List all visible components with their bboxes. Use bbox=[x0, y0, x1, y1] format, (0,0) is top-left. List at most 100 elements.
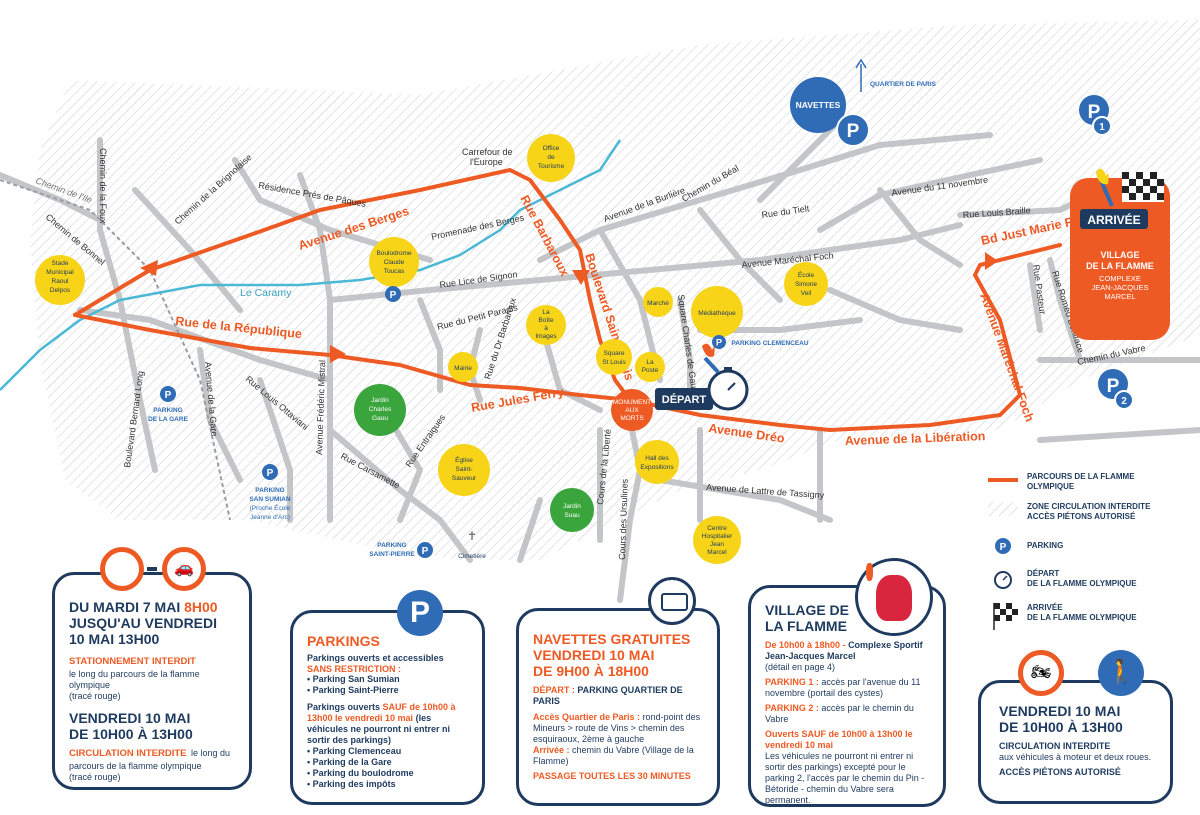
svg-text:de: de bbox=[547, 154, 555, 161]
svg-text:Saint-: Saint- bbox=[456, 466, 473, 473]
svg-text:Boulodrome: Boulodrome bbox=[376, 250, 411, 257]
parkings-box: PARKINGS Parkings ouverts et accessibles… bbox=[290, 610, 485, 805]
box1-title5: DE 10H00 À 13H00 bbox=[69, 726, 193, 742]
svg-text:Jean: Jean bbox=[710, 541, 724, 548]
svg-text:P: P bbox=[422, 546, 429, 557]
poi-la-poste: La Poste bbox=[635, 352, 665, 382]
svg-text:Jardin: Jardin bbox=[371, 397, 389, 404]
box3-passage: PASSAGE TOUTES LES 30 MINUTES bbox=[533, 771, 691, 781]
box4-parking2: PARKING 2 : accès par le chemin du Vabre bbox=[765, 703, 914, 724]
box3-title3: DE 9H00 À 18H00 bbox=[533, 663, 649, 679]
svg-text:SAINT-PIERRE: SAINT-PIERRE bbox=[369, 551, 415, 558]
poi-mairie: Mairie bbox=[448, 352, 478, 382]
box5-foot: ACCÈS PIÉTONS AUTORISÉ bbox=[999, 767, 1121, 777]
legend-parking: PARKING bbox=[1027, 541, 1064, 550]
svg-text:Tourisme: Tourisme bbox=[538, 163, 565, 170]
box3-arrivee: Arrivée : chemin du Vabre (Village de la… bbox=[533, 745, 694, 766]
poi-la-boite-a-images: La Boîte à Images bbox=[526, 305, 566, 345]
poi-monument-aux-morts: MONUMENT AUX MORTS bbox=[611, 389, 653, 431]
restricted-zone bbox=[30, 20, 1200, 560]
svg-text:Square: Square bbox=[604, 350, 625, 357]
box3-acces: Accès Quartier de Paris : rond-point des… bbox=[533, 712, 701, 744]
svg-text:Simone: Simone bbox=[795, 281, 817, 288]
poi-mediatheque: Médiathèque bbox=[691, 286, 743, 338]
svg-text:PARKING: PARKING bbox=[255, 487, 285, 494]
street-chemin-de-la-foux: Chemin de la Foux bbox=[98, 148, 108, 224]
bus-icon bbox=[661, 593, 688, 611]
street-carrefour-europe-1: Carrefour de bbox=[462, 147, 513, 157]
box4-title2: LA FLAMME bbox=[765, 618, 847, 634]
box1-title-line3: 10 MAI 13H00 bbox=[69, 631, 160, 647]
poi-jardin-charles-gaou: Jardin Charles Gaou bbox=[354, 384, 406, 436]
svg-text:La: La bbox=[646, 359, 654, 366]
svg-text:NAVETTES: NAVETTES bbox=[796, 100, 841, 110]
svg-text:✝: ✝ bbox=[467, 529, 477, 543]
navettes-box: NAVETTES GRATUITES VENDREDI 10 MAI DE 9H… bbox=[516, 608, 720, 806]
svg-text:PARKING: PARKING bbox=[153, 407, 183, 414]
svg-text:Municipal: Municipal bbox=[46, 269, 74, 276]
box1-title4: VENDREDI 10 MAI bbox=[69, 710, 191, 726]
svg-text:Hospitalier: Hospitalier bbox=[702, 533, 734, 540]
box1-s1-head: STATIONNEMENT INTERDIT bbox=[69, 656, 196, 667]
bus-icon-badge bbox=[648, 577, 696, 625]
svg-text:DÉPART: DÉPART bbox=[662, 393, 707, 406]
box4-open-head: Ouverts SAUF de 10h00 à 13h00 le vendred… bbox=[765, 729, 913, 750]
svg-text:2: 2 bbox=[1121, 396, 1127, 407]
svg-text:PARKING: PARKING bbox=[377, 542, 407, 549]
svg-text:P: P bbox=[267, 468, 274, 479]
box3-title1: NAVETTES GRATUITES bbox=[533, 631, 691, 647]
svg-text:QUARTIER DE PARIS: QUARTIER DE PARIS bbox=[870, 81, 937, 88]
parking-saint-pierre: P PARKING SAINT-PIERRE bbox=[369, 542, 433, 558]
box4-title1: VILLAGE DE bbox=[765, 602, 850, 618]
svg-text:Jardin: Jardin bbox=[563, 503, 581, 510]
svg-text:Centre: Centre bbox=[707, 525, 727, 532]
no-vehicles-icon: 🚗 bbox=[162, 547, 206, 591]
svg-text:Veil: Veil bbox=[801, 290, 812, 297]
svg-text:Claude: Claude bbox=[384, 259, 405, 266]
poi-stade: Stade Municipal Raoul Delpos bbox=[35, 255, 85, 305]
poi-jardin-suau: Jardin Suau bbox=[550, 488, 594, 532]
parking-gare: P PARKING DE LA GARE bbox=[148, 386, 189, 423]
svg-text:ARRIVÉE: ARRIVÉE bbox=[1087, 212, 1140, 227]
svg-text:Église: Église bbox=[455, 455, 473, 464]
railway bbox=[0, 179, 231, 521]
pedestrians-icon: 🚶 bbox=[1098, 650, 1144, 696]
box2-title: PARKINGS bbox=[307, 633, 380, 649]
parking-2-marker: P 2 bbox=[1098, 369, 1134, 410]
mascot-icon bbox=[876, 575, 912, 621]
box1-s2-note: (tracé rouge) bbox=[69, 772, 121, 782]
svg-text:1: 1 bbox=[1099, 122, 1105, 133]
box5-text: aux véhicules à moteur et deux roues. bbox=[999, 752, 1152, 762]
parking-icon: P bbox=[397, 590, 443, 636]
parking-1-marker: P 1 bbox=[1079, 95, 1112, 136]
legend: P bbox=[988, 478, 1018, 630]
circulation-box: VENDREDI 10 MAI DE 10H00 À 13H00 CIRCULA… bbox=[978, 680, 1173, 804]
svg-text:Delpos: Delpos bbox=[50, 287, 71, 294]
svg-text:Boîte: Boîte bbox=[538, 317, 554, 324]
box2-list2-item2: • Parking du boulodrome bbox=[307, 768, 414, 778]
svg-text:Images: Images bbox=[535, 333, 557, 340]
svg-text:MONUMENT: MONUMENT bbox=[613, 399, 651, 406]
poi-eglise-saint-sauveur: Église Saint- Sauveur bbox=[438, 444, 490, 496]
svg-text:MORTS: MORTS bbox=[620, 415, 644, 422]
svg-text:DE LA GARE: DE LA GARE bbox=[148, 416, 189, 423]
box5-head: CIRCULATION INTERDITE bbox=[999, 741, 1111, 751]
svg-text:Hall des: Hall des bbox=[645, 455, 669, 462]
svg-text:La: La bbox=[542, 309, 550, 316]
navettes-marker: NAVETTES P bbox=[790, 77, 870, 147]
svg-text:Cimetière: Cimetière bbox=[458, 553, 486, 560]
poi-square-st-louis: Square St Louis bbox=[596, 339, 632, 375]
box1-s2-text: le long du parcours de la flamme olympiq… bbox=[69, 748, 231, 771]
svg-text:P: P bbox=[1000, 542, 1007, 553]
svg-text:Sauveur: Sauveur bbox=[452, 475, 477, 482]
flame-route bbox=[73, 168, 1062, 432]
box2-intro: Parkings ouverts et accessibles bbox=[307, 653, 444, 663]
svg-text:Marché: Marché bbox=[647, 300, 669, 307]
poi-cimetiere: ✝ Cimetière bbox=[458, 529, 486, 560]
svg-text:Médiathèque: Médiathèque bbox=[698, 310, 736, 317]
svg-text:Suau: Suau bbox=[564, 512, 580, 519]
river-label: Le Caramy bbox=[240, 287, 292, 299]
svg-text:Expositions: Expositions bbox=[640, 464, 674, 471]
no-motor-vehicles-icon: 🏍 bbox=[1018, 650, 1064, 696]
